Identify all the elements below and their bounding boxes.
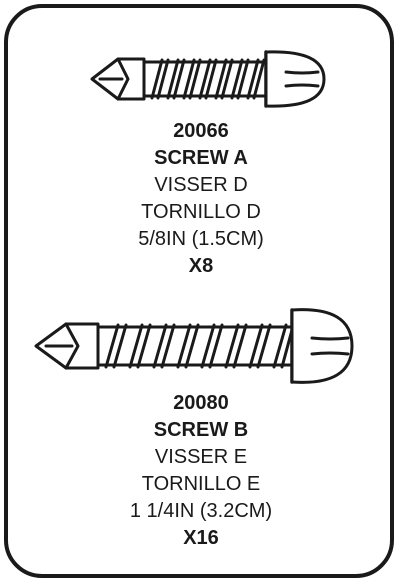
screw-b-name: SCREW B <box>153 419 249 441</box>
screw-b-part-number: 20080 <box>173 392 229 414</box>
screw-b-size: 1 1/4IN (3.2CM) <box>129 500 273 522</box>
screw-a-info: 20066 SCREW A VISSER D TORNILLO D 5/8IN … <box>0 118 402 280</box>
screw-a-quantity: X8 <box>188 255 214 277</box>
screw-a-name: SCREW A <box>154 147 248 169</box>
screw-b-quantity: X16 <box>183 527 219 549</box>
screw-a-icon <box>90 50 326 108</box>
screw-a-size: 5/8IN (1.5CM) <box>138 228 264 250</box>
screw-a-part-number: 20066 <box>173 120 229 142</box>
screw-b-spanish-name: TORNILLO E <box>141 473 261 495</box>
screw-b-icon <box>34 308 354 384</box>
screw-a-spanish-name: TORNILLO D <box>141 201 261 223</box>
screw-a-dutch-name: VISSER D <box>154 174 248 196</box>
screw-b-info: 20080 SCREW B VISSER E TORNILLO E 1 1/4I… <box>0 390 402 552</box>
screw-b-dutch-name: VISSER E <box>154 446 248 468</box>
hardware-card <box>4 4 394 578</box>
